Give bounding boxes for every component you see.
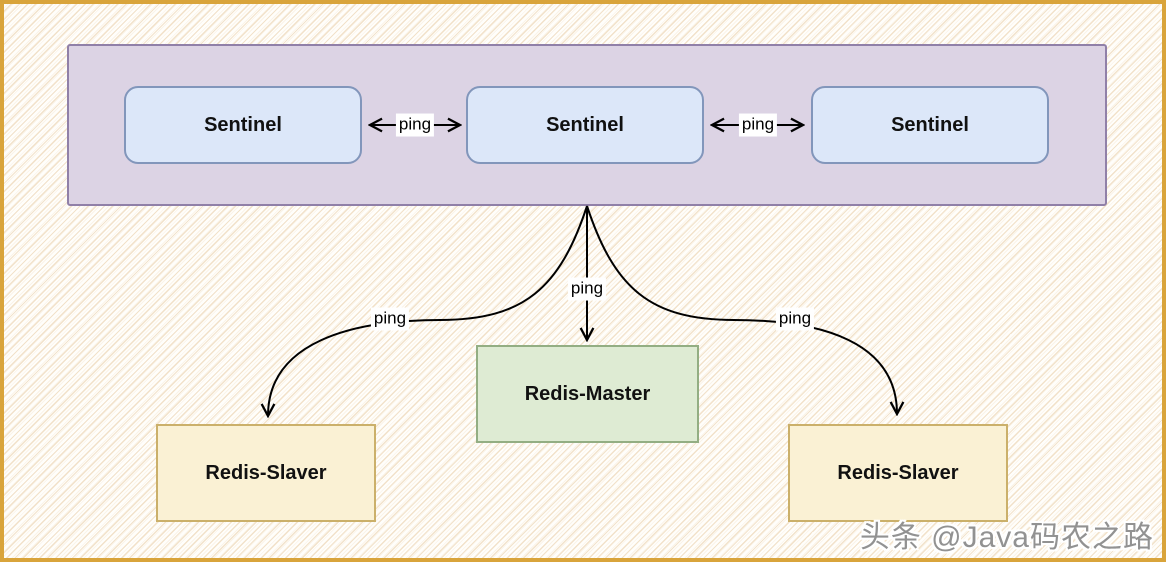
node-label: Sentinel <box>204 113 282 136</box>
node-label: Sentinel <box>891 113 969 136</box>
edge-label-ping: ping <box>395 113 435 137</box>
edge-label-ping: ping <box>370 307 410 331</box>
node-sentinel-middle: Sentinel <box>466 86 704 164</box>
node-redis-master: Redis-Master <box>476 345 699 443</box>
node-redis-slaver-right: Redis-Slaver <box>788 424 1008 522</box>
node-label: Redis-Slaver <box>205 461 327 484</box>
node-label: Sentinel <box>546 113 624 136</box>
node-label: Redis-Master <box>524 382 651 405</box>
edge-label-ping: ping <box>738 113 778 137</box>
watermark-text: 头条 @Java码农之路 <box>859 521 1154 554</box>
edge-label-ping: ping <box>567 277 607 301</box>
edge-label-ping: ping <box>775 307 815 331</box>
node-sentinel-right: Sentinel <box>811 86 1049 164</box>
node-label: Redis-Slaver <box>837 461 959 484</box>
node-redis-slaver-left: Redis-Slaver <box>156 424 376 522</box>
node-sentinel-left: Sentinel <box>124 86 362 164</box>
